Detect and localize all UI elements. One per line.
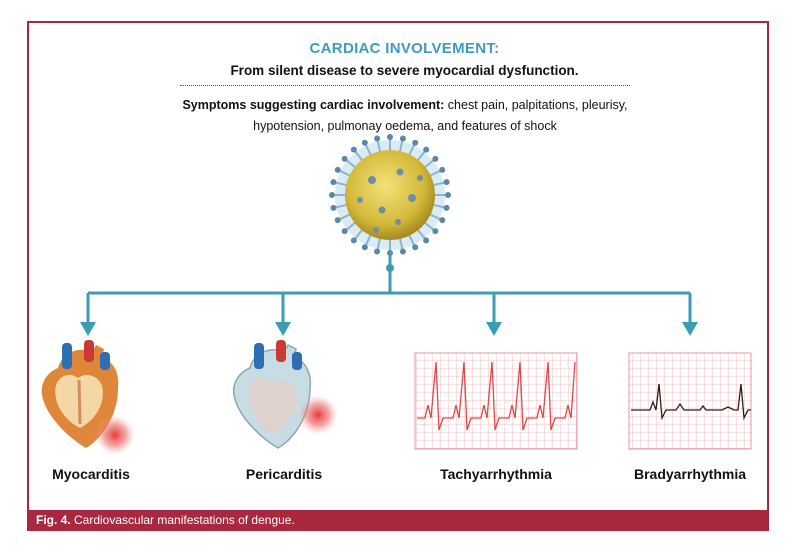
virus-spike-tip [350,237,357,244]
caption-text: Cardiovascular manifestations of dengue. [70,513,295,527]
virus-spike-tip [387,134,393,140]
virus-spike-tip [423,146,430,153]
virus-spike-tip [439,217,446,224]
virus-spike-tip [399,135,406,142]
virus-spike-tip [341,155,348,162]
virus-spike [416,228,426,240]
virus-spike [432,181,445,187]
virus-spike [429,169,441,177]
virus-spike [339,169,351,177]
virus-spike [398,140,404,153]
virus-spike [432,203,445,209]
myocarditis-heart-icon [41,340,135,455]
virus-spike-tip [350,146,357,153]
virus-spike [429,213,441,221]
virus-spike [423,159,435,169]
virus-spike-tip [443,204,450,211]
symptoms-list: chest pain, palpitations, pleurisy, hypo… [253,98,628,133]
virus-spike-tip [361,139,368,146]
virus-spike [364,234,372,246]
virus-spike-tip [329,192,335,198]
virus-spike-tip [423,237,430,244]
virus-spike [335,181,348,187]
virus-icon [329,134,451,256]
virus-spike [416,150,426,162]
symptoms-text: Symptoms suggesting cardiac involvement:… [160,95,650,137]
virus-spike-tip [432,228,439,235]
dotted-divider [180,85,630,86]
symptoms-lead: Symptoms suggesting cardiac involvement: [182,98,445,112]
virus-spike [408,144,416,156]
virus-spike-tip [445,192,451,198]
virus-spike [376,237,382,250]
virus-spike-tip [374,248,381,255]
virus-spike [408,234,416,246]
virus-spike [423,221,435,231]
virus-spike-tip [341,228,348,235]
virus-spike [345,159,357,169]
virus-spike [345,221,357,231]
figure-caption: Fig. 4. Cardiovascular manifestations of… [27,510,769,531]
virus-spike [364,144,372,156]
label-myocarditis: Myocarditis [52,466,130,482]
figure-subtitle: From silent disease to severe myocardial… [230,63,579,78]
figure-title: CARDIAC INVOLVEMENT: [309,40,500,57]
caption-fig-number: Fig. 4. [36,513,71,527]
virus-spike-tip [330,204,337,211]
label-bradyarrhythmia: Bradyarrhythmia [633,466,747,482]
virus-spike-tip [443,179,450,186]
virus-spike-tip [374,135,381,142]
virus-spike [354,228,364,240]
virus-spike [339,213,351,221]
label-tachyarrhythmia: Tachyarrhythmia [440,466,552,482]
virus-spike [376,140,382,153]
virus-spike [398,237,404,250]
tachyarrhythmia-ecg-icon [414,352,578,450]
virus-spike-tip [361,244,368,251]
virus-spike-tip [412,139,419,146]
pericarditis-heart-icon [232,340,338,449]
virus-spike-tip [330,179,337,186]
virus-spike [335,203,348,209]
virus-spike-tip [439,166,446,173]
virus-spike-tip [412,244,419,251]
bradyarrhythmia-ecg-icon [628,352,752,450]
label-pericarditis: Pericarditis [245,466,323,482]
virus-spike [354,150,364,162]
virus-spike-tip [334,166,341,173]
connector-tree [86,250,692,322]
virus-spike-tip [334,217,341,224]
virus-spike-tip [399,248,406,255]
virus-spike-tip [432,155,439,162]
arrowheads [80,322,698,336]
